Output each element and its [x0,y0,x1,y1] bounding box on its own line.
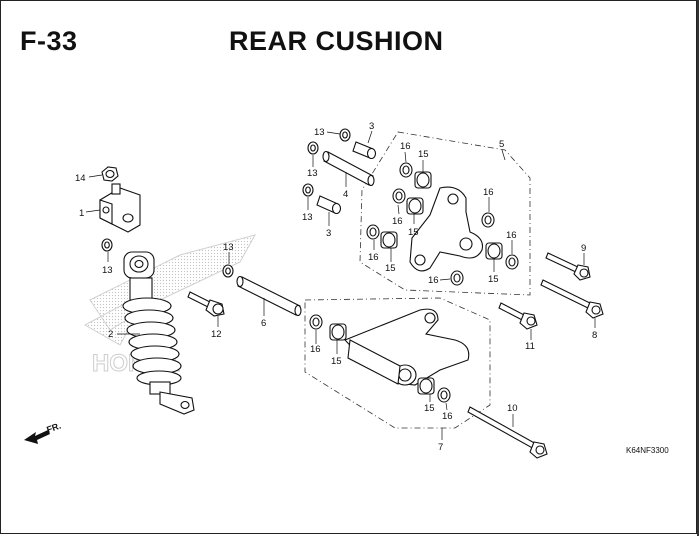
callout-3: 3 [326,228,331,239]
callout-13: 13 [307,168,318,179]
leader-lines [85,130,596,440]
seal-16-e [505,254,519,270]
bolt-11 [498,302,538,330]
seal-16-c [481,212,495,228]
callout-1: 1 [79,208,84,219]
callout-16: 16 [442,411,453,422]
page-edge [697,0,699,536]
collar-3-top [352,141,377,160]
washer-13-top [339,128,351,142]
callout-13: 13 [223,242,234,253]
bushing-15-b [406,197,424,215]
nut-14 [101,166,119,182]
callout-15: 15 [408,227,419,238]
pipe-4 [322,150,375,187]
callout-12: 12 [211,329,222,340]
callout-15: 15 [331,356,342,367]
callout-13: 13 [102,265,113,276]
bolt-12 [187,291,225,317]
washer-13-left [101,238,113,252]
seal-16-a [399,162,413,178]
bolt-8 [540,279,604,319]
callout-16: 16 [310,344,321,355]
shock-link-5 [409,186,484,272]
callout-16: 16 [368,252,379,263]
callout-2: 2 [108,329,113,340]
bushing-15-a [414,171,432,189]
section-code: F-33 [20,26,78,56]
seal-16-g [309,314,323,330]
washer-13-lower [302,183,314,197]
washer-13-upper [307,141,319,155]
front-label: FR. [45,421,62,435]
callout-15: 15 [385,263,396,274]
shock-bracket [99,183,141,233]
bushing-15-e [329,323,347,341]
callout-16: 16 [506,230,517,241]
callout-13: 13 [314,127,325,138]
callout-11: 11 [525,341,535,352]
seal-16-f [450,270,464,286]
seal-16-h [437,387,451,403]
callout-13: 13 [302,212,313,223]
collar-3-lower [316,195,342,215]
washer-13-mid [222,264,234,278]
bushing-15-d [485,242,503,260]
callout-14: 14 [75,173,86,184]
callout-16: 16 [400,141,411,152]
rear-shock-absorber [122,251,195,415]
callout-6: 6 [261,318,266,329]
callout-4: 4 [343,189,348,200]
bushing-15-f [417,377,435,395]
callout-9: 9 [581,243,586,254]
callout-16: 16 [428,275,439,286]
seal-16-d [366,224,380,240]
front-arrow-icon: FR. [24,421,62,444]
pipe-6 [236,275,302,317]
callout-15: 15 [488,274,499,285]
seal-16-b [392,188,406,204]
callout-15: 15 [418,149,429,160]
group-outline-7 [304,297,491,429]
callout-3: 3 [369,121,374,132]
callout-7: 7 [438,442,443,453]
callout-15: 15 [424,403,435,414]
callout-16: 16 [483,187,494,198]
callout-labels: 14 1 13 2 13 12 6 13 3 13 4 13 3 5 16 15… [75,121,597,453]
bolt-9 [545,252,591,281]
reference-code: K64NF3300 [626,446,669,455]
callout-16: 16 [392,216,403,227]
bolt-10 [467,406,548,459]
cushion-arm-7 [344,308,470,386]
bushing-15-c [380,231,398,249]
callout-10: 10 [507,403,518,414]
callout-8: 8 [592,330,597,341]
page-title: REAR CUSHION [229,26,444,56]
callout-5: 5 [499,139,504,150]
group-outline-5 [359,131,531,296]
